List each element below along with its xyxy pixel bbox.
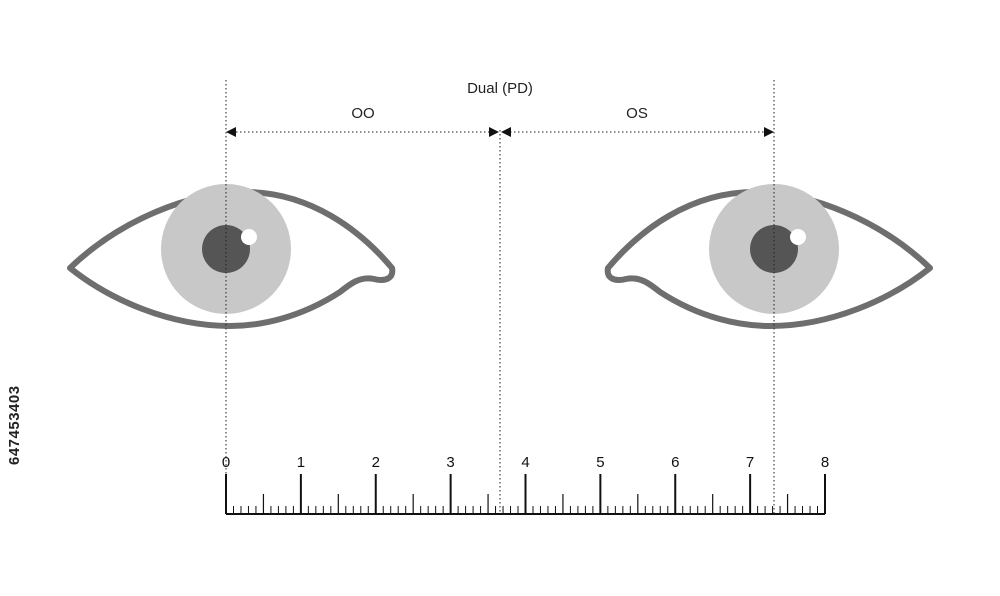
ruler-ticks xyxy=(225,474,826,514)
arrow-left-start-icon xyxy=(501,127,511,137)
arrow-left-end-icon xyxy=(764,127,774,137)
ruler-label-4: 4 xyxy=(521,454,529,471)
right-eye xyxy=(67,184,396,329)
ruler: 0 1 2 3 4 5 6 7 8 xyxy=(222,454,829,515)
ruler-label-7: 7 xyxy=(746,454,754,471)
right-highlight xyxy=(241,229,257,245)
total-label: Dual (PD) xyxy=(467,80,533,97)
ruler-label-1: 1 xyxy=(297,454,305,471)
side-id-text: 647453403 xyxy=(6,385,23,465)
arrow-right-start-icon xyxy=(226,127,236,137)
ruler-label-2: 2 xyxy=(372,454,380,471)
right-eye-label: OO xyxy=(351,105,374,122)
ruler-label-6: 6 xyxy=(671,454,679,471)
arrow-right-end-icon xyxy=(489,127,499,137)
left-eye-label: OS xyxy=(626,105,648,122)
ruler-label-5: 5 xyxy=(596,454,604,471)
ruler-label-8: 8 xyxy=(821,454,829,471)
left-highlight xyxy=(790,229,806,245)
ruler-label-0: 0 xyxy=(222,454,230,471)
left-eye xyxy=(604,184,933,329)
ruler-label-3: 3 xyxy=(446,454,454,471)
